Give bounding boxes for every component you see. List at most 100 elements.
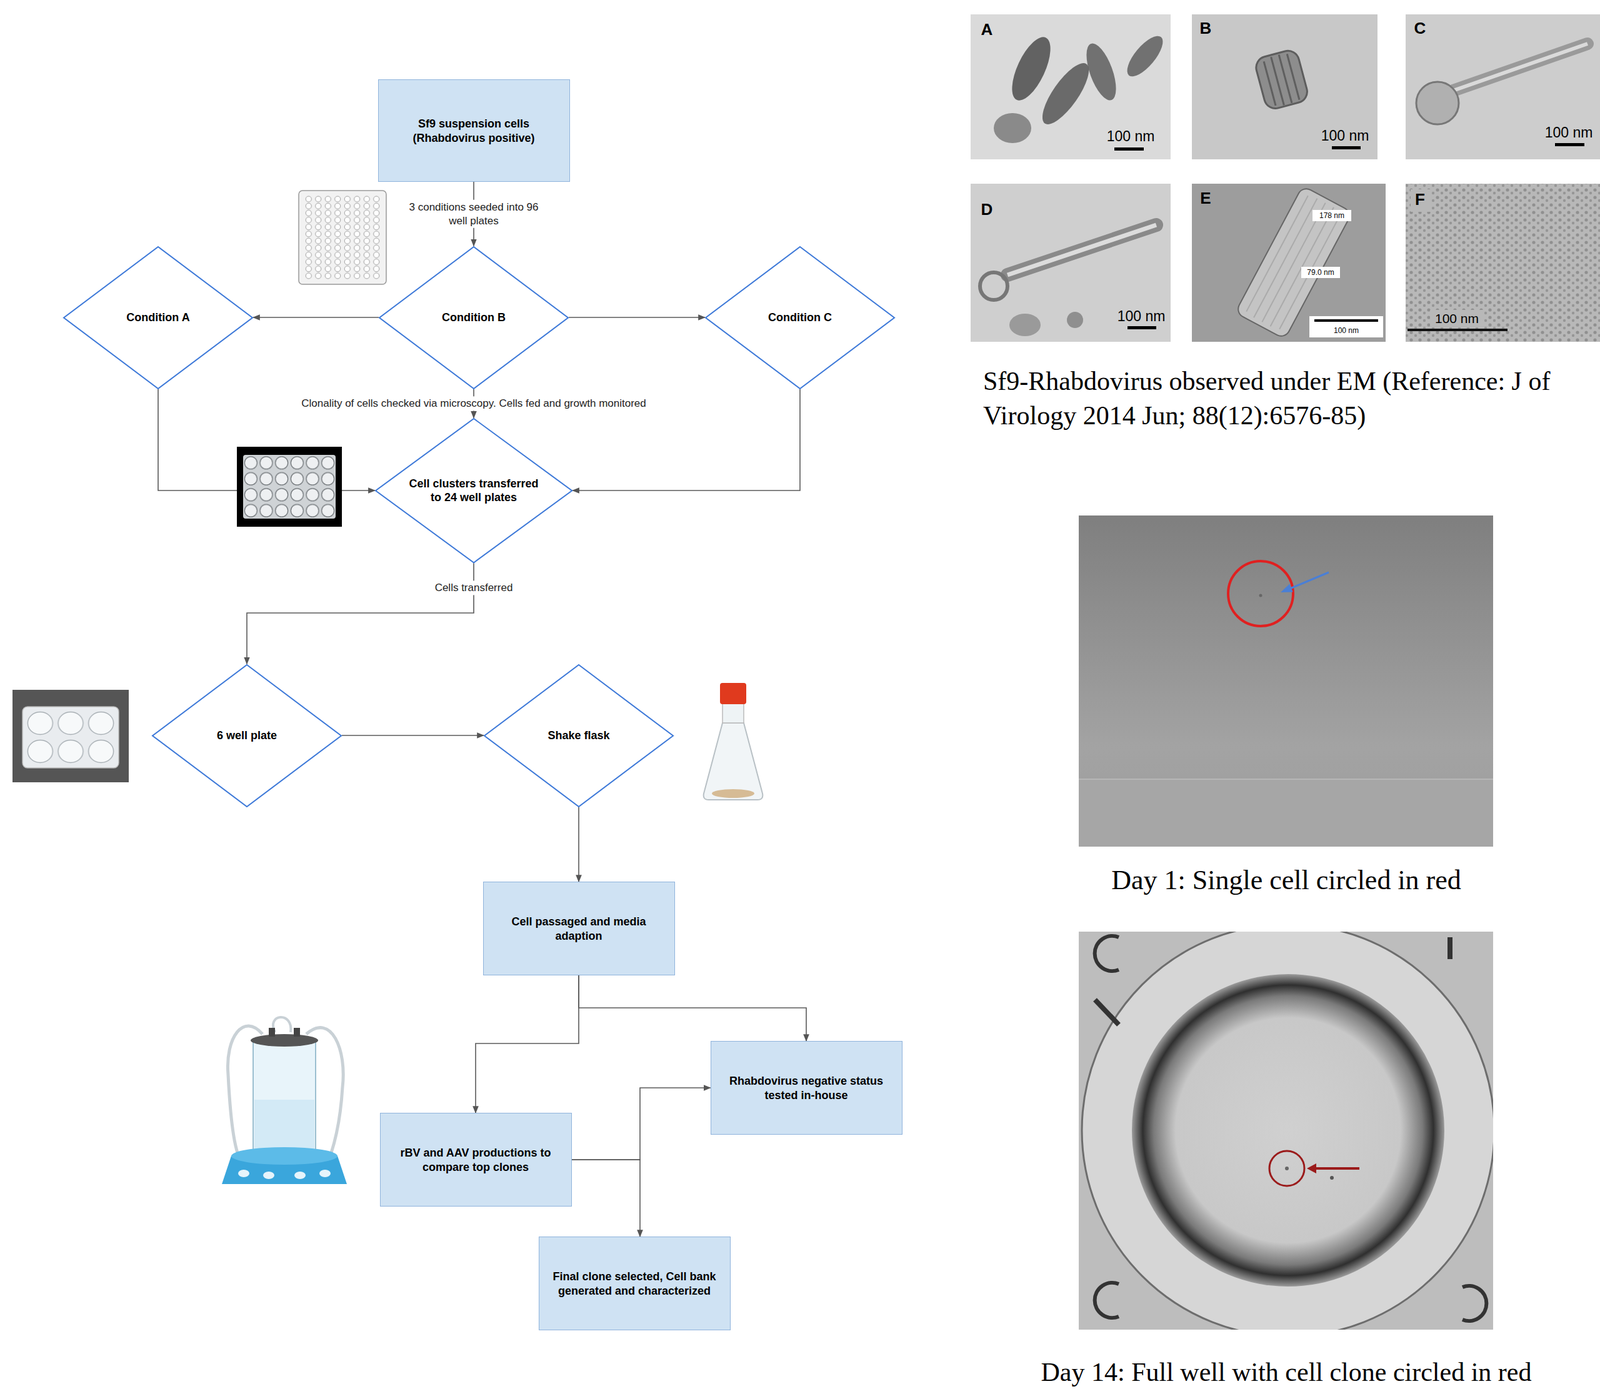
bioreactor-tube: [273, 1017, 291, 1033]
label-holder: D: [981, 201, 994, 219]
node-label: Condition C: [768, 310, 832, 325]
scale-bar: [1407, 328, 1508, 332]
bioreactor-hole: [263, 1171, 275, 1180]
em-virion-tail: [1453, 43, 1588, 91]
em-debris: [1066, 311, 1084, 329]
plate-mark: [1447, 937, 1453, 960]
plate-24-body: [243, 455, 336, 519]
bioreactor-tube: [306, 1028, 344, 1154]
label-holder: 100 nm: [1545, 125, 1594, 140]
scale-label: 100 nm: [1321, 128, 1370, 144]
diamond-shape: [484, 665, 674, 807]
process-box: Rhabdovirus negative status tested in-ho…: [710, 1041, 903, 1135]
process-box: Final clone selected, Cell bank generate…: [538, 1236, 731, 1331]
plate-96-body: [298, 190, 387, 285]
node-label: Shake flask: [547, 728, 610, 744]
connector-arrow: [253, 316, 379, 319]
node-text-group: Sf9 suspension cells (Rhabdovirus positi…: [385, 116, 563, 145]
em-texture: [1405, 183, 1600, 342]
plate-24-background: [236, 446, 342, 527]
figure-caption: Day 14: Full well with cell clone circle…: [1041, 1358, 1532, 1387]
connector-arrow: [246, 563, 474, 664]
em-patch: [1430, 310, 1484, 328]
panel-letter: C: [1414, 20, 1427, 37]
label-holder: C: [1414, 20, 1427, 37]
decision-diamond: Condition B: [378, 246, 569, 390]
em-virion: [1080, 40, 1123, 105]
em-patch: [1410, 189, 1431, 212]
scale-bar: [1314, 319, 1379, 322]
em-debris: [993, 113, 1032, 144]
node-text-group: Condition B: [441, 310, 506, 325]
dimension-box: [1301, 266, 1340, 279]
figure-caption: Day 1: Single cell circled in red: [1111, 866, 1462, 895]
diamond-shape: [705, 246, 895, 389]
label-holder: 100 nm: [1106, 128, 1155, 144]
edge-label-holder: Clonality of cells checked via microscop…: [298, 396, 649, 411]
plate-mark: [1462, 1286, 1487, 1322]
edge-label: Clonality of cells checked via microscop…: [298, 396, 649, 411]
em-virion-tail: [1007, 225, 1157, 275]
label-holder: 178 nm: [1319, 211, 1345, 220]
em-virion: [1235, 185, 1352, 339]
node-text-group: Final clone selected, Cell bank generate…: [546, 1270, 724, 1299]
bioreactor-tube: [227, 1026, 263, 1154]
diamond-outline: [375, 418, 573, 564]
plate-mark: [1095, 1000, 1119, 1025]
panel-letter: D: [981, 201, 994, 219]
bioreactor-port: [293, 1028, 300, 1037]
decision-diamond: Condition C: [705, 246, 895, 390]
diamond-shape: [63, 246, 253, 389]
label-holder: Day 14: Full well with cell clone circle…: [1041, 1358, 1532, 1387]
connector-arrow: [571, 1088, 711, 1160]
node-label: Cell clusters transferred to 24 well pla…: [406, 476, 540, 505]
cell-dot: [1285, 1166, 1289, 1171]
scale-bar: [1331, 146, 1361, 150]
diamond-shape: [152, 665, 342, 807]
figure-caption: Sf9-Rhabdovirus observed under EM (Refer…: [983, 364, 1593, 433]
scale-label: 100 nm: [1435, 311, 1479, 326]
em-panel: [1191, 14, 1378, 160]
label-holder: 100 nm: [1321, 128, 1370, 144]
em-virion: [1253, 48, 1310, 111]
micrograph-edge: [1078, 778, 1494, 780]
node-text-group: 6 well plate: [216, 728, 277, 744]
plate-mark: [1095, 1283, 1119, 1319]
pointer-arrow: [1290, 572, 1329, 589]
edge-label: Cells transferred: [432, 580, 516, 595]
pointer-arrowhead: [1306, 1163, 1317, 1174]
bioreactor-liquid: [254, 1100, 315, 1155]
scale-bar: [1114, 147, 1144, 151]
em-panel: [970, 183, 1171, 342]
node-text-group: Cell passaged and media adaption: [490, 915, 668, 944]
panel-letter: F: [1415, 191, 1425, 209]
plate-24-wells: [243, 455, 336, 519]
connector-arrow: [475, 975, 579, 1114]
scale-bar: [1127, 326, 1157, 330]
dimension-box: [1312, 210, 1352, 222]
cell-dot: [1330, 1176, 1334, 1180]
plate-6-background: [12, 690, 129, 783]
process-box: Sf9 suspension cells (Rhabdovirus positi…: [378, 79, 570, 182]
node-label: Condition A: [126, 310, 190, 325]
decision-diamond: 6 well plate: [151, 664, 342, 808]
cell-dot: [1259, 594, 1263, 598]
scale-label: 100 nm: [1106, 128, 1155, 144]
highlight-circle: [1269, 1151, 1305, 1187]
node-label: Cell passaged and media adaption: [490, 915, 668, 944]
node-label: 6 well plate: [216, 728, 277, 744]
highlight-circle: [1228, 561, 1294, 627]
flask-body: [703, 723, 764, 800]
decision-diamond: Cell clusters transferred to 24 well pla…: [375, 418, 573, 564]
connector-arrow: [341, 735, 484, 737]
panel-letter: A: [981, 21, 994, 39]
label-holder: E: [1200, 190, 1211, 207]
em-panel: [1191, 183, 1386, 342]
node-label: Final clone selected, Cell bank generate…: [546, 1270, 724, 1299]
em-debris: [1009, 313, 1041, 337]
scale-label: 100 nm: [1117, 308, 1166, 324]
label-holder: 100 nm: [1333, 326, 1359, 335]
em-panel: [1405, 14, 1600, 160]
plate-96-wells: [303, 195, 382, 280]
